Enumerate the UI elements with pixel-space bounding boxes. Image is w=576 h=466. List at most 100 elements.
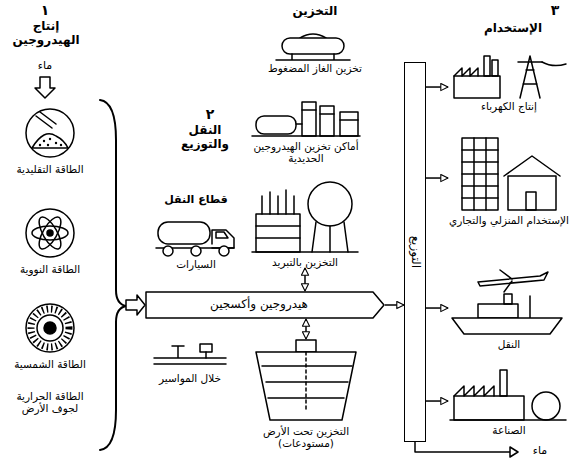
solar-energy-icon-part	[26, 304, 74, 352]
pipeline-part	[200, 344, 212, 352]
tanker-truck-part	[216, 232, 228, 238]
iron-storage-tanks-part	[256, 116, 296, 134]
picture-area	[448, 50, 570, 98]
ship-and-plane-icon-part	[504, 294, 512, 304]
power-plant-icon-part	[484, 56, 490, 76]
picture-area	[5, 205, 95, 261]
use-item: الإستخدام المنزلي والتجاري	[448, 130, 570, 226]
underground-storage-part	[256, 352, 356, 420]
storage-item: تخزين الغاز المضغوط	[262, 30, 368, 74]
compressed-gas-tank-part	[282, 38, 344, 54]
cryogenic-storage-plant-part	[312, 222, 348, 252]
factory-icon-part	[532, 392, 560, 420]
picture-area	[448, 366, 570, 422]
illustration-group	[26, 34, 566, 457]
picture-area	[448, 130, 570, 212]
nuclear-energy-icon-part	[35, 214, 65, 252]
input-label: ماء	[28, 60, 62, 73]
water-outflow-arrow	[415, 442, 518, 457]
picture-area	[262, 30, 368, 60]
group-heading: قطاع النقل	[150, 194, 242, 207]
conventional-energy-icon	[26, 109, 74, 157]
compressed-gas-tank	[276, 34, 350, 60]
section-number: ٣	[540, 2, 570, 18]
cryogenic-storage-plant-part	[256, 190, 300, 238]
solar-energy-icon-part	[31, 309, 69, 347]
conventional-energy-icon-part-part	[49, 138, 51, 140]
connector-arrow	[385, 304, 404, 306]
bracket-arrow	[126, 295, 145, 315]
pipeline	[154, 344, 226, 364]
connector-arrow	[304, 268, 306, 291]
caption-text: الطاقة النووية	[5, 261, 95, 275]
energy-source: الطاقة الشمسية	[5, 300, 95, 370]
nuclear-energy-icon-part	[47, 230, 53, 236]
ship-and-plane-icon-part	[452, 318, 562, 334]
tanker-truck-part	[158, 222, 210, 244]
solar-energy-icon-part	[37, 315, 63, 341]
caption-text: الإستخدام المنزلي والتجاري	[448, 212, 570, 226]
underground-storage	[256, 340, 356, 420]
section-number: ٢	[195, 106, 225, 122]
bracket-arrow-part	[126, 295, 145, 315]
arrow-label: هيدروجين وأكسجين	[210, 298, 308, 312]
conventional-energy-icon-part	[32, 134, 68, 148]
buildings-icon-part	[508, 176, 556, 210]
section-heading: النقل والتوزيع	[166, 124, 244, 152]
compressed-gas-tank-part	[276, 54, 350, 60]
caption-text: خلال المواسير	[150, 370, 230, 384]
connector-arrow	[426, 307, 448, 309]
tanker-truck-part	[212, 230, 234, 248]
conventional-energy-icon-part	[26, 109, 74, 157]
picture-area	[5, 300, 95, 356]
caption-text: أماكن تخزين الهيدروجين الحديدية	[248, 138, 364, 164]
transport-item: خلال المواسير	[150, 338, 230, 384]
power-plant-icon-part	[492, 60, 498, 76]
buildings-icon-part	[504, 156, 560, 176]
energy-source: الطاقة النووية	[5, 205, 95, 275]
use-item: النقل	[448, 266, 570, 350]
section-number: ١	[30, 2, 60, 18]
transport-item: السيارات	[150, 212, 242, 270]
caption-text: التخزين بالتبريد	[250, 254, 360, 268]
caption-text: النقل	[448, 336, 570, 350]
iron-storage-tanks-part	[302, 110, 358, 120]
picture-area	[250, 176, 360, 254]
output-label: ماء	[520, 445, 560, 458]
factory-icon-part	[500, 370, 507, 396]
picture-area	[150, 338, 230, 370]
picture-area	[448, 266, 570, 336]
flow-arrow: هيدروجين وأكسجين	[145, 291, 385, 319]
buildings-icon-part	[526, 192, 536, 210]
distribution-bar: التوزيع	[404, 62, 426, 442]
caption-text: السيارات	[150, 256, 242, 270]
picture-area	[150, 212, 242, 256]
storage-item: التخزين بالتبريد	[250, 176, 360, 268]
cryogenic-storage-plant-part	[308, 182, 352, 226]
nuclear-energy-icon-part	[35, 214, 65, 252]
iron-storage-tanks-part	[302, 102, 316, 136]
section-heading: الإستخدام	[458, 22, 568, 36]
factory-icon-part	[450, 419, 566, 421]
tanker-truck-part	[219, 246, 229, 256]
caption-text: الطاقة التقليدية	[5, 161, 95, 175]
tanker-truck	[156, 222, 234, 256]
section-heading: إنتاج الهيدروجين	[4, 20, 88, 48]
tanker-truck-part	[191, 246, 201, 256]
conventional-energy-icon-part	[39, 138, 62, 146]
caption-text: تخزين الغاز المضغوط	[262, 60, 368, 74]
caption-text: الصناعة	[448, 422, 570, 436]
picture-area	[248, 92, 364, 138]
iron-storage-tanks-part	[320, 106, 334, 136]
nuclear-energy-icon	[26, 209, 74, 257]
conventional-energy-icon-part	[36, 112, 56, 128]
conventional-energy-icon-part-part	[39, 144, 41, 146]
connector-arrow	[426, 86, 448, 88]
water-outflow-arrow-part	[415, 442, 510, 452]
connector-arrow	[305, 319, 307, 339]
power-plant-icon-part	[454, 68, 478, 76]
factory-icon-part	[454, 396, 524, 420]
pipeline-part	[205, 352, 207, 358]
ship-and-plane-icon-part	[529, 296, 531, 318]
